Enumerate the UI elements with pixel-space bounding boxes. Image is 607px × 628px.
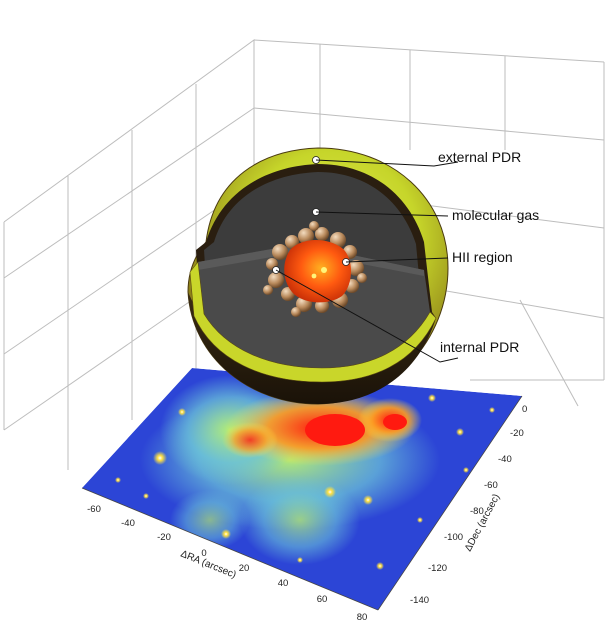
label-external-pdr: external PDR: [438, 149, 521, 165]
ra-tick: 80: [357, 612, 368, 623]
ra-tick: 20: [239, 563, 250, 574]
cloud-model-sphere: [187, 147, 449, 405]
dec-tick: 0: [522, 404, 527, 415]
ra-tick: -60: [87, 504, 101, 515]
dec-tick: -80: [470, 506, 484, 517]
intensity-map: [82, 368, 522, 610]
map-point-sources: [115, 379, 495, 583]
dec-tick: -40: [498, 454, 512, 465]
ra-tick: 40: [278, 578, 289, 589]
dec-tick: -120: [428, 563, 447, 574]
dec-tick: -100: [444, 532, 463, 543]
ra-axis-title: ΔRA (arcsec): [179, 549, 238, 581]
ra-tick: -20: [157, 532, 171, 543]
hii-region: [263, 221, 367, 317]
leader-lines: [275, 159, 459, 363]
dec-tick: -60: [484, 480, 498, 491]
ra-tick: 0: [201, 548, 206, 559]
label-internal-pdr: internal PDR: [440, 339, 519, 355]
dec-tick: -20: [510, 428, 524, 439]
dec-tick: -140: [410, 595, 429, 606]
label-hii-region: HII region: [452, 249, 513, 265]
dec-axis-title: ΔDec (arcsec): [463, 492, 502, 553]
label-molecular-gas: molecular gas: [452, 207, 539, 223]
ra-tick: -40: [121, 518, 135, 529]
ra-tick: 60: [317, 594, 328, 605]
